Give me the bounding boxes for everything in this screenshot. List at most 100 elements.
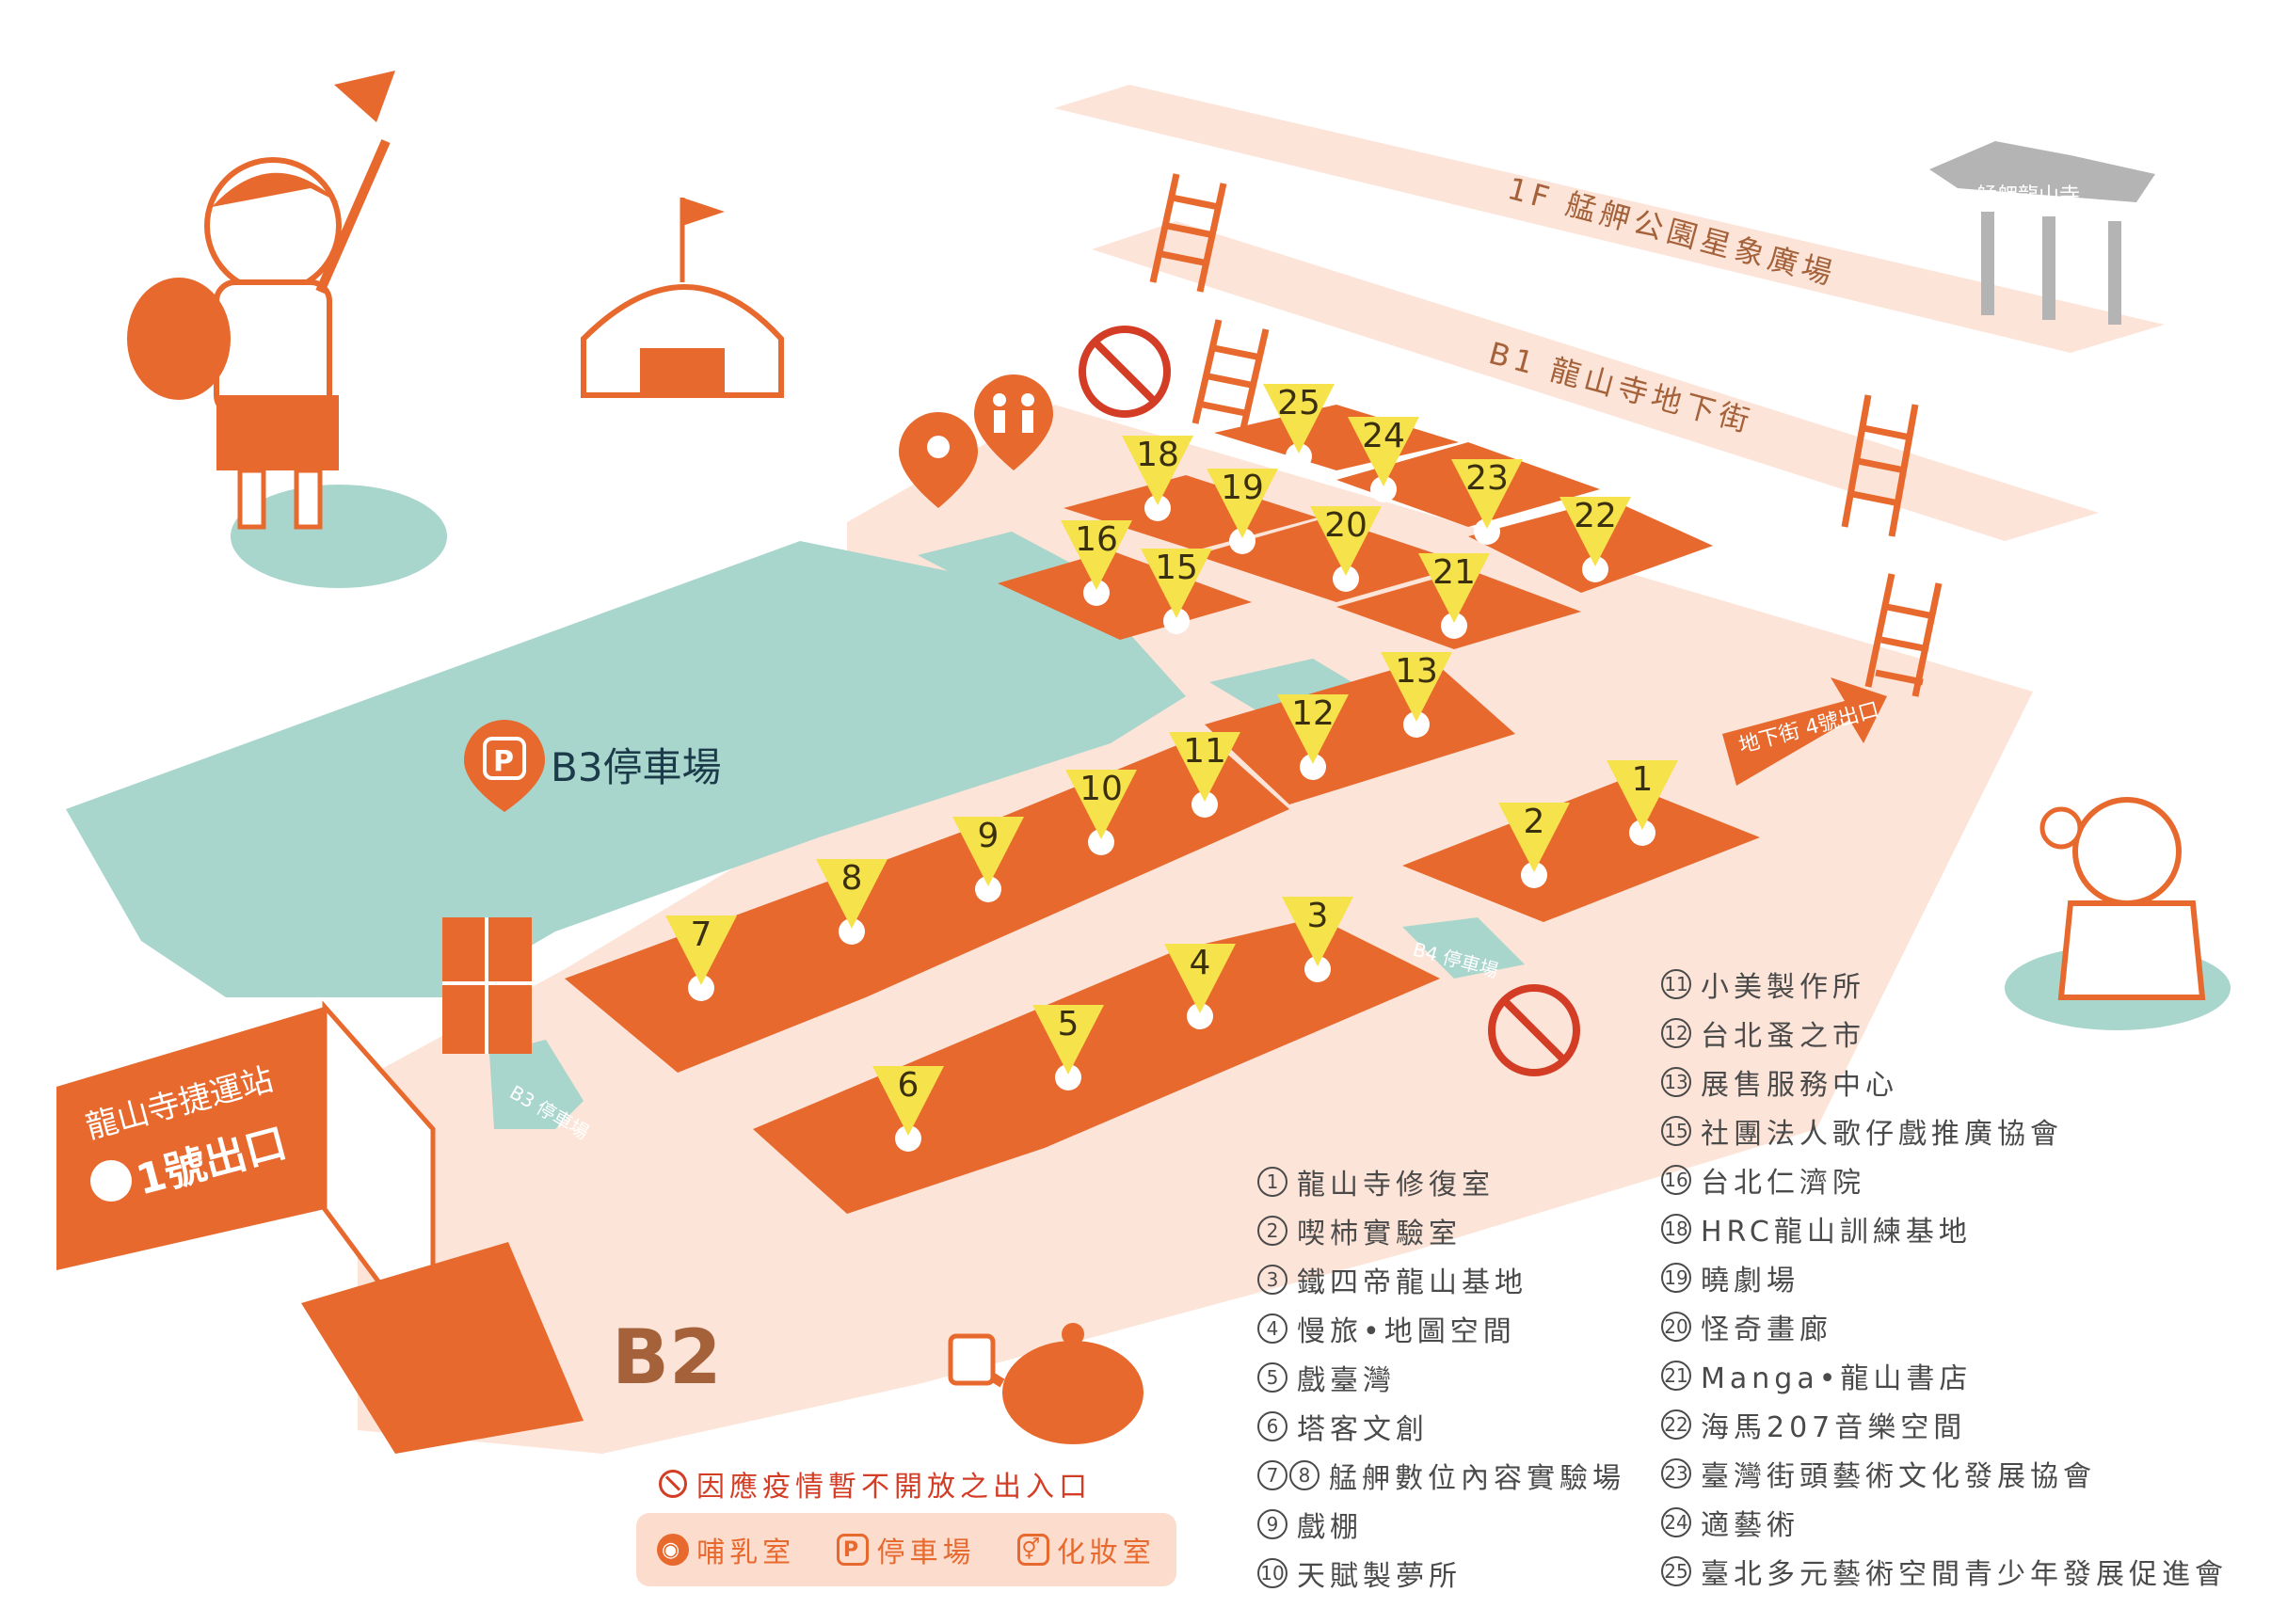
- booth-marker-1: 1: [1607, 760, 1678, 846]
- booth-marker-number: 12: [1291, 694, 1335, 733]
- booth-marker-pin: [1441, 613, 1467, 639]
- b3-parking-arrow: [489, 1040, 584, 1129]
- booth-marker-number: 24: [1362, 417, 1405, 455]
- booth-marker-number: 19: [1221, 469, 1264, 507]
- booth-marker-triangle: [1164, 944, 1236, 1013]
- booth-marker-number: 9: [978, 817, 1000, 855]
- booth-marker-21: 21: [1418, 553, 1490, 639]
- booth-marker-number: 13: [1395, 652, 1438, 691]
- booth-marker-triangle: [872, 1066, 944, 1136]
- facility-nursing: ◉ 哺乳室: [657, 1529, 795, 1570]
- legend-entry: 3 鐵四帝龍山基地: [1257, 1255, 1625, 1304]
- booth-marker-11: 11: [1169, 732, 1240, 818]
- facility-parking: P 停車場: [837, 1529, 975, 1570]
- booth-marker-pin: [1474, 518, 1500, 545]
- tent-icon: [581, 198, 784, 398]
- legend-number: 21: [1661, 1361, 1691, 1391]
- booth-block: [753, 917, 1440, 1214]
- booth-marker-number: 21: [1432, 553, 1476, 592]
- legend-entry: 1 龍山寺修復室: [1257, 1157, 1625, 1206]
- booth-marker-pin: [1582, 556, 1608, 582]
- legend-label: 台北蚤之市: [1701, 1020, 1865, 1053]
- booth-marker-pin: [1629, 820, 1655, 846]
- booth-marker-23: 23: [1451, 459, 1523, 545]
- booth-marker-number: 8: [841, 859, 863, 898]
- facility-parking-label: 停車場: [876, 1536, 976, 1569]
- booth-marker-number: 25: [1277, 384, 1320, 422]
- legend-label: 台北仁濟院: [1701, 1167, 1865, 1200]
- legend-entry: 9 戲棚: [1257, 1500, 1625, 1549]
- booth-marker-triangle: [952, 817, 1024, 886]
- legend-label: HRC龍山訓練基地: [1701, 1216, 1972, 1249]
- legend-label: 曉劇場: [1701, 1265, 1799, 1298]
- floor-b2-area: [358, 405, 2033, 1454]
- restroom-icon: ⚥: [1016, 1534, 1049, 1566]
- booth-block: [1064, 475, 1318, 550]
- booth-marker-pin: [1304, 956, 1331, 982]
- booth-marker-number: 1: [1632, 760, 1654, 799]
- booth-marker-24: 24: [1348, 417, 1419, 502]
- booth-marker-number: 22: [1574, 497, 1617, 535]
- girl-character-illustration: [2005, 797, 2231, 1030]
- parking-icon: [464, 720, 545, 812]
- facility-restroom: ⚥ 化妝室: [1016, 1529, 1156, 1570]
- legend-label: 龍山寺修復室: [1297, 1169, 1495, 1202]
- booth-marker-number: 11: [1183, 732, 1226, 771]
- booth-marker-5: 5: [1032, 1005, 1104, 1091]
- booth-marker-triangle: [1032, 1005, 1104, 1075]
- parking-b3-area: [66, 541, 1186, 997]
- booth-marker-pin: [1191, 791, 1218, 818]
- legend-label: 怪奇畫廊: [1701, 1314, 1832, 1346]
- legend-number: 13: [1661, 1067, 1691, 1097]
- booth-marker-triangle: [1122, 436, 1193, 505]
- no-entry-icon: [1488, 984, 1580, 1076]
- legend-label: Manga•龍山書店: [1701, 1362, 1973, 1395]
- floor-b1-band: [1092, 221, 2099, 541]
- booth-marker-pin: [688, 975, 714, 1001]
- facility-restroom-label: 化妝室: [1056, 1536, 1156, 1569]
- legend-number: 25: [1661, 1556, 1691, 1586]
- legend-number: 3: [1257, 1265, 1287, 1295]
- legend-number: 1: [1257, 1167, 1287, 1197]
- booth-marker-16: 16: [1061, 520, 1132, 606]
- booth-marker-triangle: [1207, 469, 1278, 538]
- legend-label: 戲棚: [1297, 1511, 1363, 1544]
- temple-label: 艋舺龍山寺: [1976, 184, 2080, 208]
- booth-marker-triangle: [1310, 506, 1382, 576]
- booth-marker-pin: [1187, 1003, 1213, 1029]
- booth-marker-triangle: [1607, 760, 1678, 830]
- booth-marker-pin: [1088, 829, 1114, 855]
- booth-marker-pin: [1083, 580, 1110, 606]
- booth-marker-pin: [975, 876, 1001, 902]
- booth-marker-25: 25: [1263, 384, 1335, 470]
- nursing-room-icon: ◉: [657, 1534, 690, 1566]
- booth-marker-4: 4: [1164, 944, 1236, 1029]
- booth-marker-triangle: [1169, 732, 1240, 802]
- teapot-icon: [948, 1323, 1144, 1444]
- booth-marker-pin: [1521, 862, 1547, 888]
- legend-label: 戲臺灣: [1297, 1364, 1396, 1397]
- floor-1f-label: 1F 艋舺公園星象廣場: [1504, 170, 1841, 293]
- restroom-icon: [974, 374, 1053, 470]
- legend-label: 臺灣街頭藝術文化發展協會: [1701, 1460, 2096, 1493]
- legend-number: 6: [1257, 1411, 1287, 1441]
- parking-icon: P: [837, 1534, 870, 1566]
- floor-b2-label: B2: [612, 1314, 722, 1401]
- legend-label: 鐵四帝龍山基地: [1297, 1266, 1527, 1299]
- booth-marker-19: 19: [1207, 469, 1278, 554]
- booth-marker-number: 20: [1324, 506, 1367, 545]
- booth-marker-triangle: [1263, 384, 1335, 454]
- legend-number: 10: [1257, 1558, 1287, 1588]
- booth-marker-pin: [1163, 608, 1190, 634]
- booth-block: [1195, 517, 1468, 602]
- legend-number: 11: [1661, 969, 1691, 999]
- legend-entry: 21 Manga•龍山書店: [1661, 1351, 2228, 1400]
- legend-number: 9: [1257, 1509, 1287, 1539]
